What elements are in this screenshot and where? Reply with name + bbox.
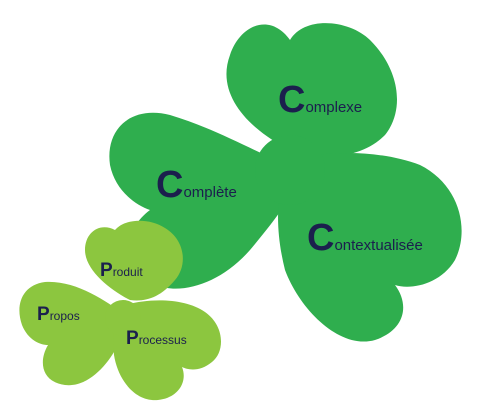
label-processus-rest: rocessus — [139, 333, 187, 347]
label-processus-initial: P — [126, 328, 139, 349]
label-propos-initial: P — [37, 304, 50, 325]
big-clover — [109, 23, 462, 342]
label-complexe-initial: C — [278, 79, 305, 121]
label-produit: Produit — [100, 260, 143, 281]
label-contextualisee-initial: C — [307, 217, 334, 259]
label-propos-rest: ropos — [50, 309, 80, 323]
label-contextualisee-rest: ontextualisée — [334, 237, 422, 254]
small-clover-leaf-left — [19, 281, 126, 386]
label-complexe: Complexe — [278, 79, 362, 121]
label-complexe-rest: omplexe — [305, 99, 362, 116]
label-complete: Complète — [156, 164, 237, 206]
big-clover-leaf-top — [226, 23, 397, 157]
label-complete-initial: C — [156, 164, 183, 206]
big-clover-leaf-right — [278, 153, 462, 342]
small-clover-leaf-top — [85, 220, 183, 301]
label-produit-rest: roduit — [113, 265, 144, 279]
label-produit-initial: P — [100, 260, 113, 281]
small-clover-leaf-right — [113, 300, 222, 401]
label-propos: Propos — [37, 304, 80, 325]
label-complete-rest: omplète — [183, 184, 236, 201]
label-processus: Processus — [126, 328, 187, 349]
label-contextualisee: Contextualisée — [307, 217, 423, 259]
small-clover — [19, 220, 222, 401]
